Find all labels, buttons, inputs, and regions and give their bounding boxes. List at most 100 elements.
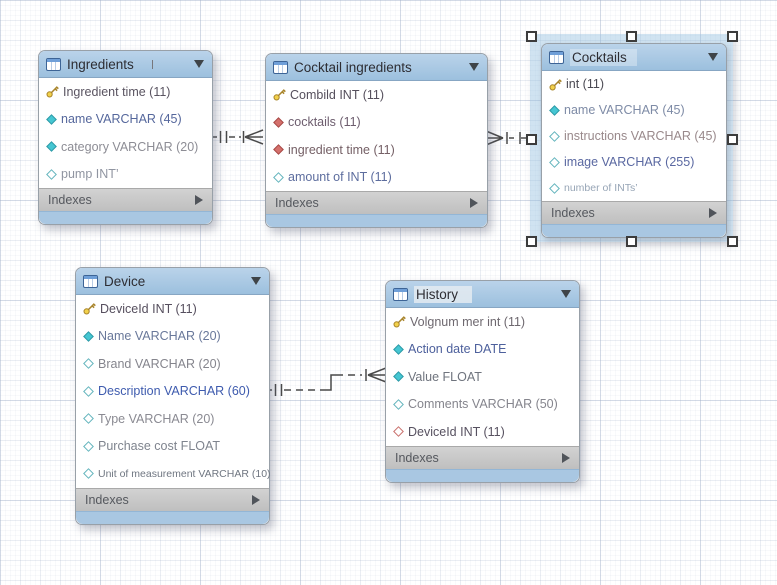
column-nullable-icon [46,168,57,180]
column-row[interactable]: pump INT’ [39,161,212,189]
table-icon [393,287,408,301]
selection-handle[interactable] [626,30,637,42]
column-nullable-icon [393,398,404,410]
primary-key-icon [83,302,96,315]
column-row[interactable]: category VARCHAR (20) [39,133,212,161]
table-bottom-bar [386,468,579,482]
table-icon [549,50,564,64]
expand-arrow-icon[interactable] [252,494,260,505]
column-row[interactable]: DeviceId INT (11) [386,418,579,446]
column-list: Volgnum mer int (11) Action date DATE Valu… [386,308,579,446]
table-title: History [414,285,473,303]
crow-foot-many [244,129,264,145]
column-label: instructions VARCHAR (45) [564,129,717,143]
collapse-arrow-icon[interactable] [251,277,261,285]
indexes-bar[interactable]: Indexes [76,487,269,511]
primary-key-icon [273,88,286,101]
table-header[interactable]: Ingredients [39,51,212,78]
indexes-bar[interactable]: Indexes [386,445,579,469]
selection-handle[interactable] [525,30,537,42]
column-nullable-icon [83,440,94,452]
column-label: name VARCHAR (45) [61,112,182,127]
column-row[interactable]: Combild INT (11) [266,81,487,109]
indexes-label: Indexes [85,492,129,507]
column-label: Comments VARCHAR (50) [408,397,558,412]
column-label: Name VARCHAR (20) [98,329,221,344]
column-nullable-icon [83,413,94,425]
column-label: Ingredient time (11) [63,84,171,99]
indexes-bar[interactable]: Indexes [266,191,487,214]
column-row[interactable]: Brand VARCHAR (20) [76,350,269,378]
column-label: Combild INT (11) [290,87,385,102]
column-label: Action date DATE [408,342,507,357]
column-row[interactable]: int (11) [542,71,726,97]
table-header[interactable]: Cocktails [542,44,726,71]
table-header[interactable]: Device [76,268,269,295]
collapse-arrow-icon[interactable] [469,63,479,71]
column-label: Description VARCHAR (60) [98,384,250,399]
column-row[interactable]: image VARCHAR (255) [542,149,726,175]
column-row[interactable]: Ingredient time (11) [39,78,212,106]
column-row[interactable]: ingredient time (11) [266,136,487,164]
column-row[interactable]: Name VARCHAR (20) [76,323,269,351]
column-label: Unit of measurement VARCHAR (10) [98,467,271,480]
primary-key-icon [393,315,406,328]
table-history[interactable]: History Volgnum mer int (11) Action date … [385,280,580,483]
expand-arrow-icon[interactable] [709,208,717,218]
expand-arrow-icon[interactable] [562,452,570,463]
selection-handle[interactable] [726,235,738,247]
column-nullable-icon [549,156,560,168]
column-row[interactable]: Description VARCHAR (60) [76,378,269,406]
column-row[interactable]: name VARCHAR (45) [39,106,212,134]
column-row[interactable]: cocktails (11) [266,109,487,137]
fk-required-icon [273,116,284,128]
column-label: Type VARCHAR (20) [98,411,215,426]
table-cocktail-ingredients[interactable]: Cocktail ingredients Combild INT (11) coc… [265,53,488,228]
column-row[interactable]: Unit of measurement VARCHAR (10) [76,460,271,488]
column-row[interactable]: DeviceId INT (11) [76,295,269,323]
column-nullable-icon [83,468,94,480]
selection-handle[interactable] [726,133,738,145]
column-required-icon [83,330,94,342]
column-label: Value FLOAT [408,369,482,384]
column-row[interactable]: Action date DATE [386,336,579,364]
collapse-arrow-icon[interactable] [561,290,571,298]
column-row[interactable]: Volgnum mer int (11) [386,308,579,336]
expand-arrow-icon[interactable] [195,195,203,205]
column-row[interactable]: Purchase cost FLOAT [76,433,269,461]
table-ingredients[interactable]: Ingredients Ingredient time (11) name VAR… [38,50,213,225]
expand-arrow-icon[interactable] [470,198,478,208]
column-row[interactable]: Comments VARCHAR (50) [386,391,579,419]
column-row[interactable]: name VARCHAR (45) [542,97,726,123]
column-row[interactable]: amount of INT (11) [266,164,487,192]
column-list: int (11) name VARCHAR (45) instructions VA… [542,71,726,201]
column-row[interactable]: number of INTs’ [542,175,726,201]
column-label: DeviceId INT (11) [100,301,197,316]
indexes-bar[interactable]: Indexes [39,188,212,211]
column-nullable-icon [549,130,560,142]
table-cocktails[interactable]: Cocktails int (11) name VARCHAR (45) instr… [541,43,727,238]
selection-handle[interactable] [525,235,537,247]
selection-handle[interactable] [726,30,738,42]
indexes-label: Indexes [275,196,319,210]
selection-handle[interactable] [525,133,537,145]
column-label: ingredient time (11) [288,142,395,157]
table-device[interactable]: Device DeviceId INT (11) Name VARCHAR (20… [75,267,271,525]
collapse-arrow-icon[interactable] [194,60,204,68]
indexes-bar[interactable]: Indexes [542,201,726,224]
table-header[interactable]: History [386,281,579,308]
table-header[interactable]: Cocktail ingredients [266,54,487,81]
table-icon [273,60,288,74]
collapse-arrow-icon[interactable] [708,53,718,61]
column-list: Combild INT (11) cocktails (11) ingredient… [266,81,487,191]
column-row[interactable]: Type VARCHAR (20) [76,405,269,433]
column-label: amount of INT (11) [288,170,392,185]
column-row[interactable]: instructions VARCHAR (45) [542,123,726,149]
column-label: category VARCHAR (20) [61,139,199,154]
column-label: name VARCHAR (45) [564,103,685,117]
indexes-label: Indexes [551,206,595,220]
selection-handle[interactable] [626,235,637,247]
column-row[interactable]: Value FLOAT [386,363,579,391]
column-required-icon [393,371,404,383]
